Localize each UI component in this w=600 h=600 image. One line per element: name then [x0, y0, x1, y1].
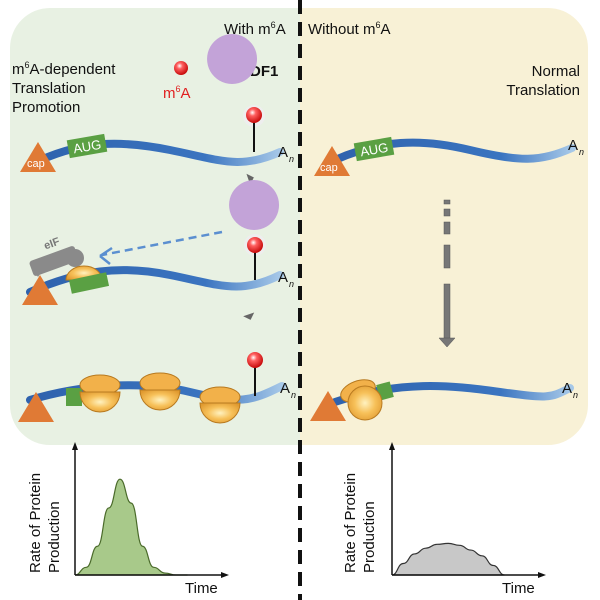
m6a-legend-icon [174, 61, 188, 75]
mrna-row-3-left: A n [18, 352, 296, 424]
y-axis-arrow [389, 442, 395, 450]
svg-text:A: A [280, 380, 290, 397]
x-axis-arrow [538, 572, 546, 578]
svg-text:cap: cap [320, 162, 338, 174]
with-m6a-header: With m6A [224, 20, 286, 38]
y-axis-label: Production [46, 501, 63, 573]
cap-icon [20, 142, 56, 172]
svg-text:A: A [568, 137, 578, 154]
mrna-row-2-left: eIF A n [22, 180, 294, 305]
eif-icon [29, 246, 84, 277]
left-title: m6A-dependent Translation Promotion [12, 60, 116, 116]
area-series [391, 542, 505, 576]
cap-icon [18, 392, 54, 422]
svg-text:AUG: AUG [359, 140, 389, 160]
x-axis-label: Time [185, 580, 218, 597]
ribosome-icon [199, 386, 241, 424]
without-m6a-header: Without m6A [308, 20, 391, 38]
svg-text:n: n [291, 390, 296, 400]
cap-icon [310, 391, 346, 421]
svg-text:AUG: AUG [72, 137, 102, 157]
svg-text:eIF: eIF [42, 236, 61, 253]
svg-text:A: A [562, 380, 572, 397]
x-axis-label: Time [502, 580, 535, 597]
svg-text:n: n [573, 390, 578, 400]
mrna-row-3-right: A n [310, 379, 578, 421]
svg-text:n: n [289, 154, 294, 164]
step-arrow-icon [243, 312, 255, 328]
y-axis-label: Production [361, 501, 378, 573]
svg-text:n: n [289, 279, 294, 289]
y-axis-arrow [72, 442, 78, 450]
mrna-row-1-right: cap AUG A n [314, 136, 584, 176]
svg-text:cap: cap [27, 158, 45, 170]
ribosome-icon [340, 379, 383, 421]
right-title: Normal Translation [506, 63, 580, 99]
y-axis-label: Rate of Protein [342, 473, 359, 573]
svg-text:n: n [579, 147, 584, 157]
panel-divider [298, 0, 302, 600]
ythdf1-icon [207, 34, 258, 84]
ribosome-icon [79, 374, 121, 413]
mrna-row-1-left: cap AUG A n [20, 34, 294, 172]
area-series [74, 478, 188, 576]
svg-text:A: A [278, 269, 288, 286]
cap-icon [314, 146, 350, 176]
y-axis-label: Rate of Protein [27, 473, 44, 573]
aug-box [66, 133, 108, 159]
svg-text:A: A [278, 144, 288, 161]
recruit-arrow [101, 230, 223, 257]
m6a-icon [247, 352, 263, 368]
ribosome-icon [139, 372, 181, 411]
slow-arrow-icon [438, 199, 456, 348]
cap-icon [22, 275, 58, 305]
ythdf1-icon [229, 180, 280, 230]
m6a-legend-label: m6A [163, 84, 191, 102]
m6a-icon [246, 107, 262, 123]
m6a-icon [247, 237, 263, 253]
aug-box [353, 136, 395, 162]
x-axis-arrow [221, 572, 229, 578]
